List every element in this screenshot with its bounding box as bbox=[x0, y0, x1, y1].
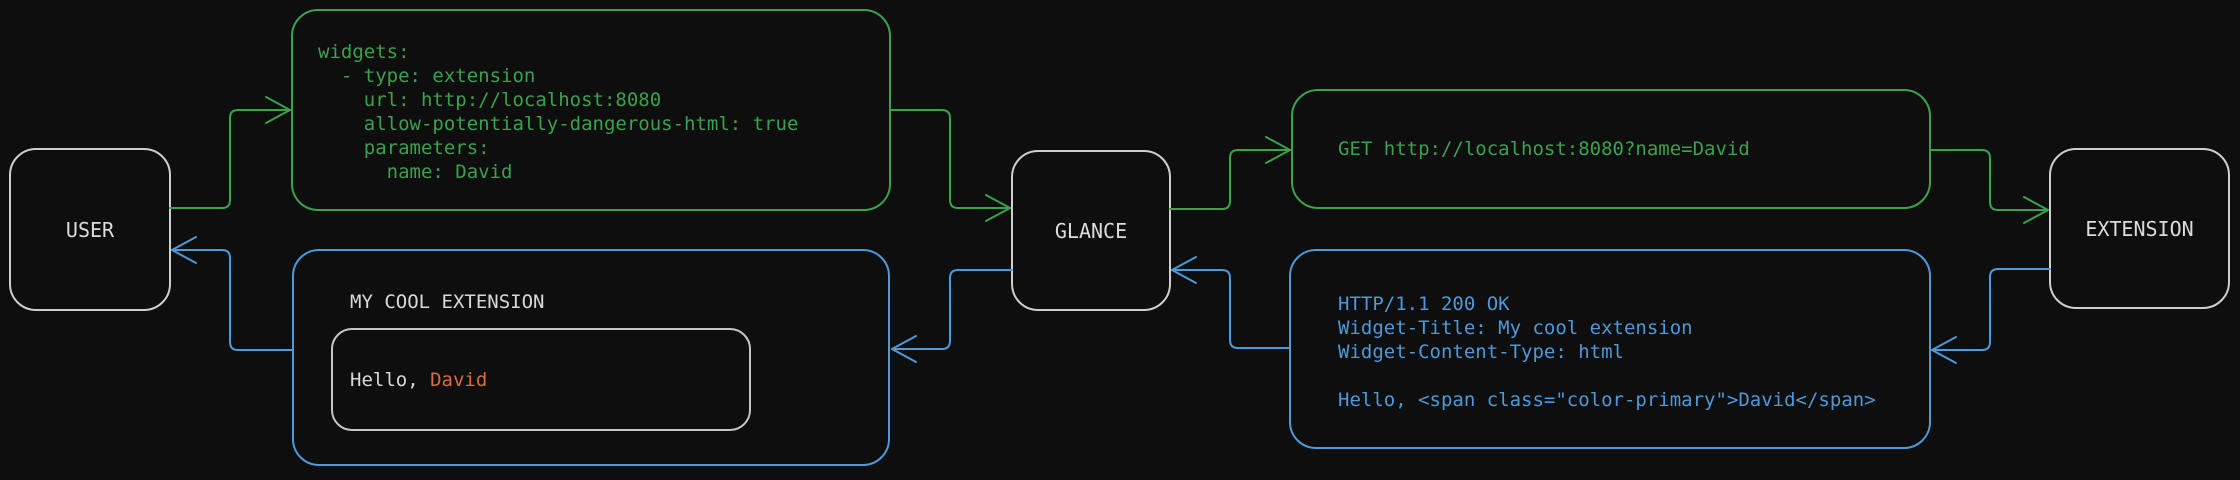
config-line: parameters: bbox=[318, 137, 490, 159]
node-glance: GLANCE bbox=[1012, 151, 1170, 310]
widget-greeting: Hello, David bbox=[350, 368, 487, 392]
config-line: allow-potentially-dangerous-html: true bbox=[318, 113, 799, 135]
node-user-box bbox=[9, 148, 171, 311]
node-glance-label: GLANCE bbox=[1054, 218, 1128, 243]
config-line: name: David bbox=[318, 161, 513, 183]
response-line: Hello, <span class="color-primary">David… bbox=[1338, 389, 1876, 411]
arrowhead-extension-icon bbox=[2023, 196, 2049, 224]
edge-request-to-extension bbox=[1929, 149, 2049, 211]
greeting-prefix: Hello, bbox=[350, 369, 431, 391]
config-line: url: http://localhost:8080 bbox=[318, 89, 662, 111]
edge-response-to-glance bbox=[1171, 269, 1291, 349]
arrowhead-request-icon bbox=[1265, 136, 1291, 164]
widget-greeting-frame bbox=[331, 328, 751, 431]
arrowhead-widget-icon bbox=[891, 335, 917, 363]
widget-box-outline bbox=[292, 249, 890, 466]
arrowhead-glance-in-icon bbox=[985, 194, 1011, 222]
node-extension-box bbox=[2049, 148, 2230, 309]
node-user-label: USER bbox=[65, 217, 115, 242]
arrowhead-config-icon bbox=[265, 96, 291, 124]
edge-widget-to-user bbox=[171, 249, 294, 351]
node-glance-box bbox=[1011, 150, 1171, 311]
node-extension-label: EXTENSION bbox=[2085, 216, 2194, 241]
edge-config-to-glance bbox=[889, 109, 1011, 209]
response-line: Widget-Content-Type: html bbox=[1338, 341, 1624, 363]
node-extension: EXTENSION bbox=[2050, 149, 2229, 308]
edge-glance-to-widget bbox=[891, 269, 1013, 350]
request-line: GET http://localhost:8080?name=David bbox=[1338, 138, 1750, 160]
edge-glance-to-request bbox=[1169, 149, 1291, 210]
response-line: HTTP/1.1 200 OK bbox=[1338, 293, 1510, 315]
response-line: Widget-Title: My cool extension bbox=[1338, 317, 1693, 339]
greeting-name: David bbox=[430, 369, 488, 391]
arrowhead-glance-back-icon bbox=[1171, 256, 1197, 284]
arrowhead-user-icon bbox=[171, 236, 197, 264]
node-user: USER bbox=[10, 149, 170, 310]
edge-user-to-config bbox=[169, 109, 291, 209]
config-line: - type: extension bbox=[318, 65, 536, 87]
arrowhead-response-icon bbox=[1931, 336, 1957, 364]
config-line: widgets: bbox=[318, 41, 410, 63]
widget-title: MY COOL EXTENSION bbox=[350, 291, 545, 313]
edge-extension-to-response bbox=[1931, 268, 2051, 351]
